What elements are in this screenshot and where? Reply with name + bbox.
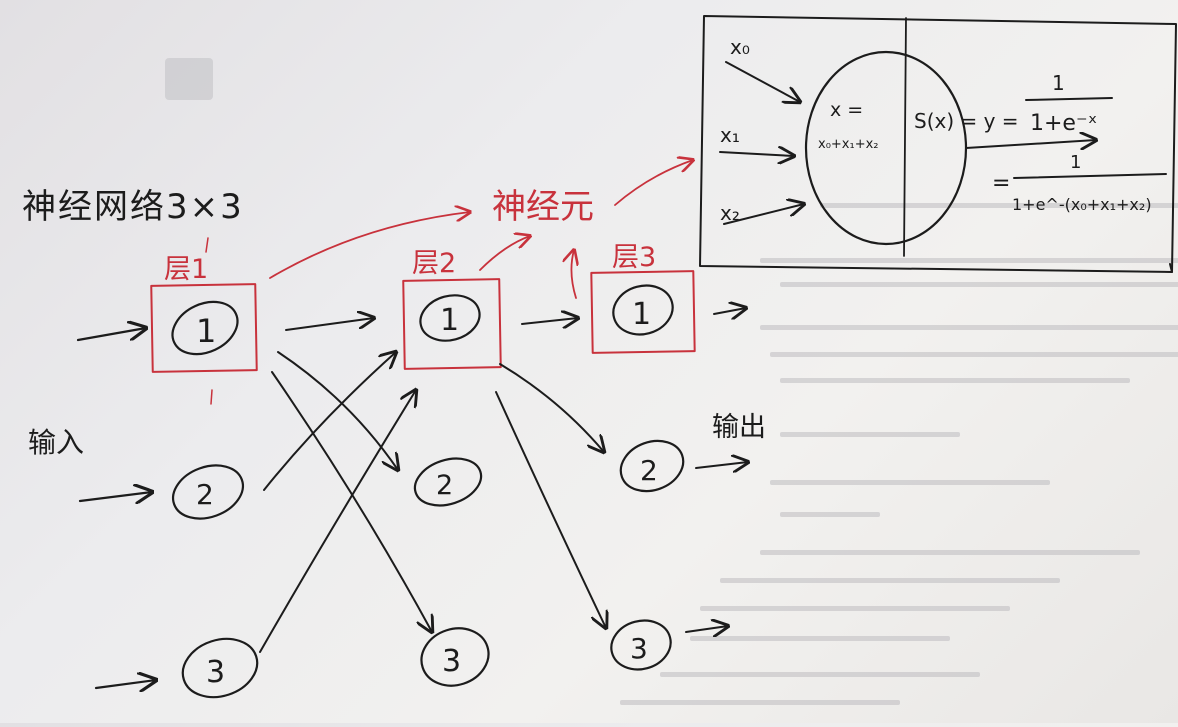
detail-activation: S(x) = y = xyxy=(914,109,1019,133)
neuron-label: 神经元 xyxy=(492,187,594,227)
detail-frac1-bar xyxy=(1025,97,1113,101)
output-label: 输出 xyxy=(712,412,766,443)
neuron-l3-n2-label: 2 xyxy=(640,454,658,487)
detail-frac2-num: 1 xyxy=(1070,152,1081,173)
detail-sum-line1: x = xyxy=(830,99,863,121)
neuron-l3-n2 xyxy=(619,439,685,493)
detail-frac2-bar xyxy=(1013,173,1167,179)
detail-output-arrow xyxy=(965,140,1096,148)
neuron-arrow-from-layer-1 xyxy=(269,212,470,279)
layer-1-box xyxy=(150,283,258,373)
neuron-l2-n1 xyxy=(419,294,481,342)
neuron-l1-n1-label: 1 xyxy=(196,312,216,350)
detail-eq2-prefix: = xyxy=(992,171,1010,196)
detail-input-x1: x₁ xyxy=(720,123,740,147)
layer-2-label: 层2 xyxy=(412,248,456,279)
input-label: 输入 xyxy=(28,426,84,459)
output-arrow-2 xyxy=(695,462,748,468)
layer-1-tick-bottom xyxy=(210,389,213,405)
detail-frac1-den: 1+e⁻ˣ xyxy=(1030,111,1097,136)
neuron-l1-n2-label: 2 xyxy=(196,478,214,511)
neuron-l2-n3 xyxy=(420,627,490,687)
layer-1-tick-top xyxy=(205,237,209,253)
layer-2-box xyxy=(402,278,502,370)
detail-input-x2: x₂ xyxy=(720,201,740,225)
input-arrow-1 xyxy=(76,328,146,342)
neuron-detail-divider xyxy=(903,17,907,257)
layer-3-label: 层3 xyxy=(612,242,656,273)
bleed-through-text xyxy=(165,58,1178,705)
neuron-l3-n3 xyxy=(610,619,672,671)
detail-frac2-den: 1+e^-(x₀+x₁+x₂) xyxy=(1012,195,1152,214)
output-arrow-3 xyxy=(685,626,728,632)
output-arrow-1 xyxy=(713,308,746,314)
neuron-l1-n3-label: 3 xyxy=(206,655,225,690)
neuron-arrow-from-layer-3 xyxy=(571,250,576,299)
detail-frac1-num: 1 xyxy=(1052,71,1065,95)
neuron-l3-n1 xyxy=(612,284,674,336)
neuron-l3-n1-label: 1 xyxy=(632,297,651,332)
detail-input-x0: x₀ xyxy=(730,35,750,59)
detail-arrow-x0 xyxy=(725,61,800,102)
layer-1-label: 层1 xyxy=(164,254,208,285)
neuron-l1-n3 xyxy=(181,637,259,699)
detail-sum-line2: x₀+x₁+x₂ xyxy=(818,137,879,152)
neuron-arrow-to-detail xyxy=(614,160,693,206)
neuron-l2-n1-label: 1 xyxy=(440,303,459,338)
layer-3-box xyxy=(590,270,696,354)
neuron-l1-n2 xyxy=(172,464,244,520)
input-arrow-2 xyxy=(78,492,152,501)
neuron-l3-n3-label: 3 xyxy=(630,632,648,665)
connections xyxy=(259,318,606,653)
neuron-detail-box: x₀ x₁ x₂ x = x₀+x₁+x₂ S(x) = y = 1 1+e⁻ˣ… xyxy=(699,15,1177,273)
neuron-l2-n3-label: 3 xyxy=(442,644,461,679)
neuron-l2-n2 xyxy=(413,457,483,507)
neuron-l2-n2-label: 2 xyxy=(436,470,453,501)
diagram-title: 神经网络3×3 xyxy=(22,187,244,227)
neuron-arrow-from-layer-2 xyxy=(479,236,530,271)
detail-arrow-x1 xyxy=(719,152,794,156)
neuron-l1-n1 xyxy=(171,300,239,356)
detail-arrow-x2 xyxy=(723,204,804,225)
input-arrow-3 xyxy=(94,680,156,688)
